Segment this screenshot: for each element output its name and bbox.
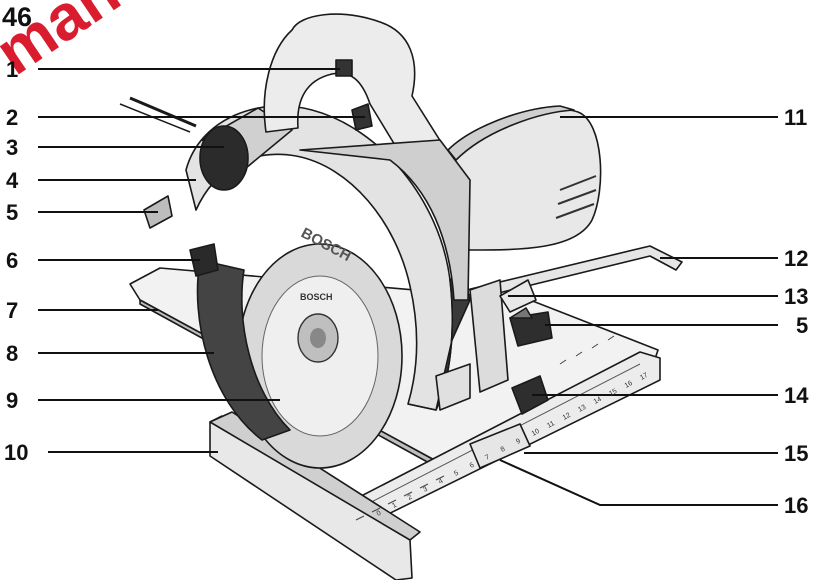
callout-1: 1 [6,57,18,82]
callout-11: 11 [784,105,807,130]
scale-mark: 2 [407,494,414,502]
scale-mark: 8 [500,446,507,454]
on-off-switch [335,59,353,77]
scale-mark: 3 [422,486,429,494]
callout-9: 9 [6,388,18,413]
callout-8: 8 [6,341,18,366]
callout-6: 6 [6,248,18,273]
callout-7: 7 [6,298,18,323]
angle-support [469,279,509,393]
scale-mark: 7 [484,454,491,462]
watermark: manualsmikosoft pl [0,0,521,88]
callout-leaders [38,68,778,506]
scale-mark: 1 [391,502,398,510]
callout-4: 4 [6,168,19,193]
scale-mark: 9 [515,438,522,446]
blade-brand: BOSCH [300,292,333,302]
callout-5-right: 5 [796,313,808,338]
callout-2: 2 [6,105,18,130]
scale-block [469,423,531,469]
handle [263,13,447,161]
scale-mark: 11 [546,420,556,430]
scale-mark: 4 [438,478,445,486]
scale-mark: 6 [469,462,476,470]
scale-mark: 15 [608,388,618,398]
wing-bolt-guide [511,375,549,415]
cutting-mark [189,243,219,277]
scale-mark: 5 [453,470,460,478]
scale-mark: 13 [577,404,587,414]
scale-mark: 16 [624,380,634,390]
page-number: 46 [2,2,32,32]
scale-mark: 0 [376,510,383,518]
callout-12: 12 [784,246,808,271]
scale-mark: 12 [562,412,572,422]
callout-labels: 1 2 3 4 5 6 7 8 9 10 11 12 13 5 14 15 16 [4,57,809,518]
retracting-guard [196,259,291,441]
svg-text:manualsmikosoft pl: manualsmikosoft pl [0,0,521,88]
wing-bolt-right [509,311,553,347]
callout-3: 3 [6,135,18,160]
callout-16: 16 [784,493,808,518]
scale-mark: 10 [531,428,541,438]
callout-10: 10 [4,440,28,465]
callout-14: 14 [784,383,809,408]
callout-15: 15 [784,441,808,466]
scale-mark: 17 [639,372,649,382]
callout-5-left: 5 [6,200,18,225]
scale-mark: 14 [593,396,603,406]
callout-13: 13 [784,284,808,309]
saw-illustration: BOSCH BOSCH [119,13,683,580]
